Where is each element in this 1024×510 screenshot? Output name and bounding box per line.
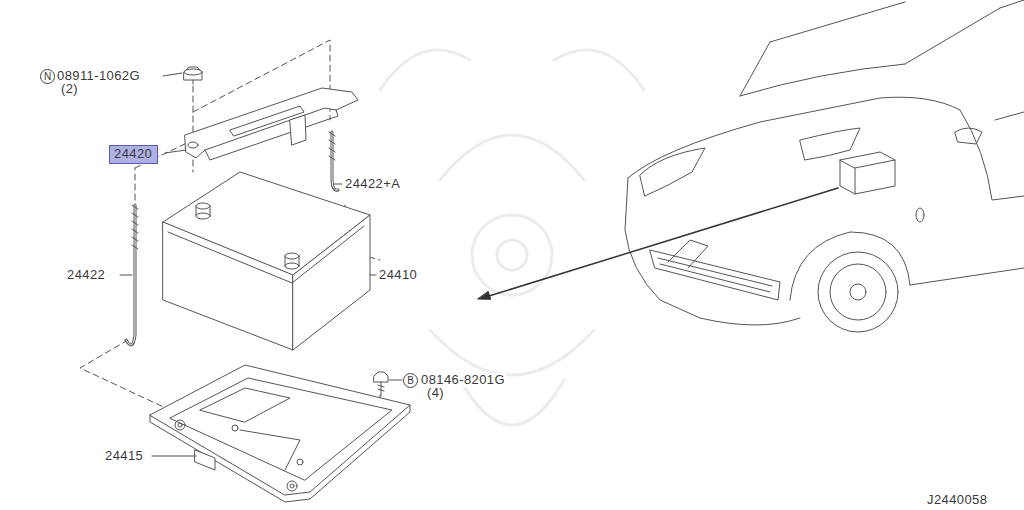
battery — [163, 172, 370, 350]
part-number: 08911-1062G — [56, 69, 141, 83]
circled-letter: N — [40, 69, 55, 84]
callout-number: 24422+A — [344, 177, 401, 191]
leader-line — [120, 275, 132, 276]
node-text: 24420 — [114, 146, 152, 161]
hook-rod — [329, 132, 338, 190]
car — [625, 0, 1024, 332]
battery-tray — [150, 365, 410, 502]
circled-letter: B — [403, 373, 418, 388]
dashed-lines — [80, 40, 380, 410]
leader-line — [152, 456, 196, 457]
leader-line — [389, 380, 402, 381]
part-number: 08146-8201G — [420, 373, 506, 387]
quantity: (4) — [426, 386, 445, 400]
nut — [184, 67, 202, 84]
watermark — [380, 50, 644, 425]
node-text: B — [407, 376, 414, 386]
quantity: (2) — [60, 82, 79, 96]
leader-line — [334, 184, 342, 185]
leader-line — [370, 275, 376, 276]
diagram-code: J2440058 — [926, 493, 988, 507]
leader-line — [165, 150, 186, 153]
callout-number: 24415 — [104, 449, 144, 463]
location-arrow — [478, 188, 838, 299]
leader-line — [163, 73, 182, 76]
highlighted-part-number: 24420 — [109, 145, 158, 164]
callout-number: 24410 — [378, 268, 418, 282]
bolt — [374, 372, 388, 396]
node-text: N — [44, 72, 51, 82]
callout-number: 24422 — [66, 268, 106, 282]
